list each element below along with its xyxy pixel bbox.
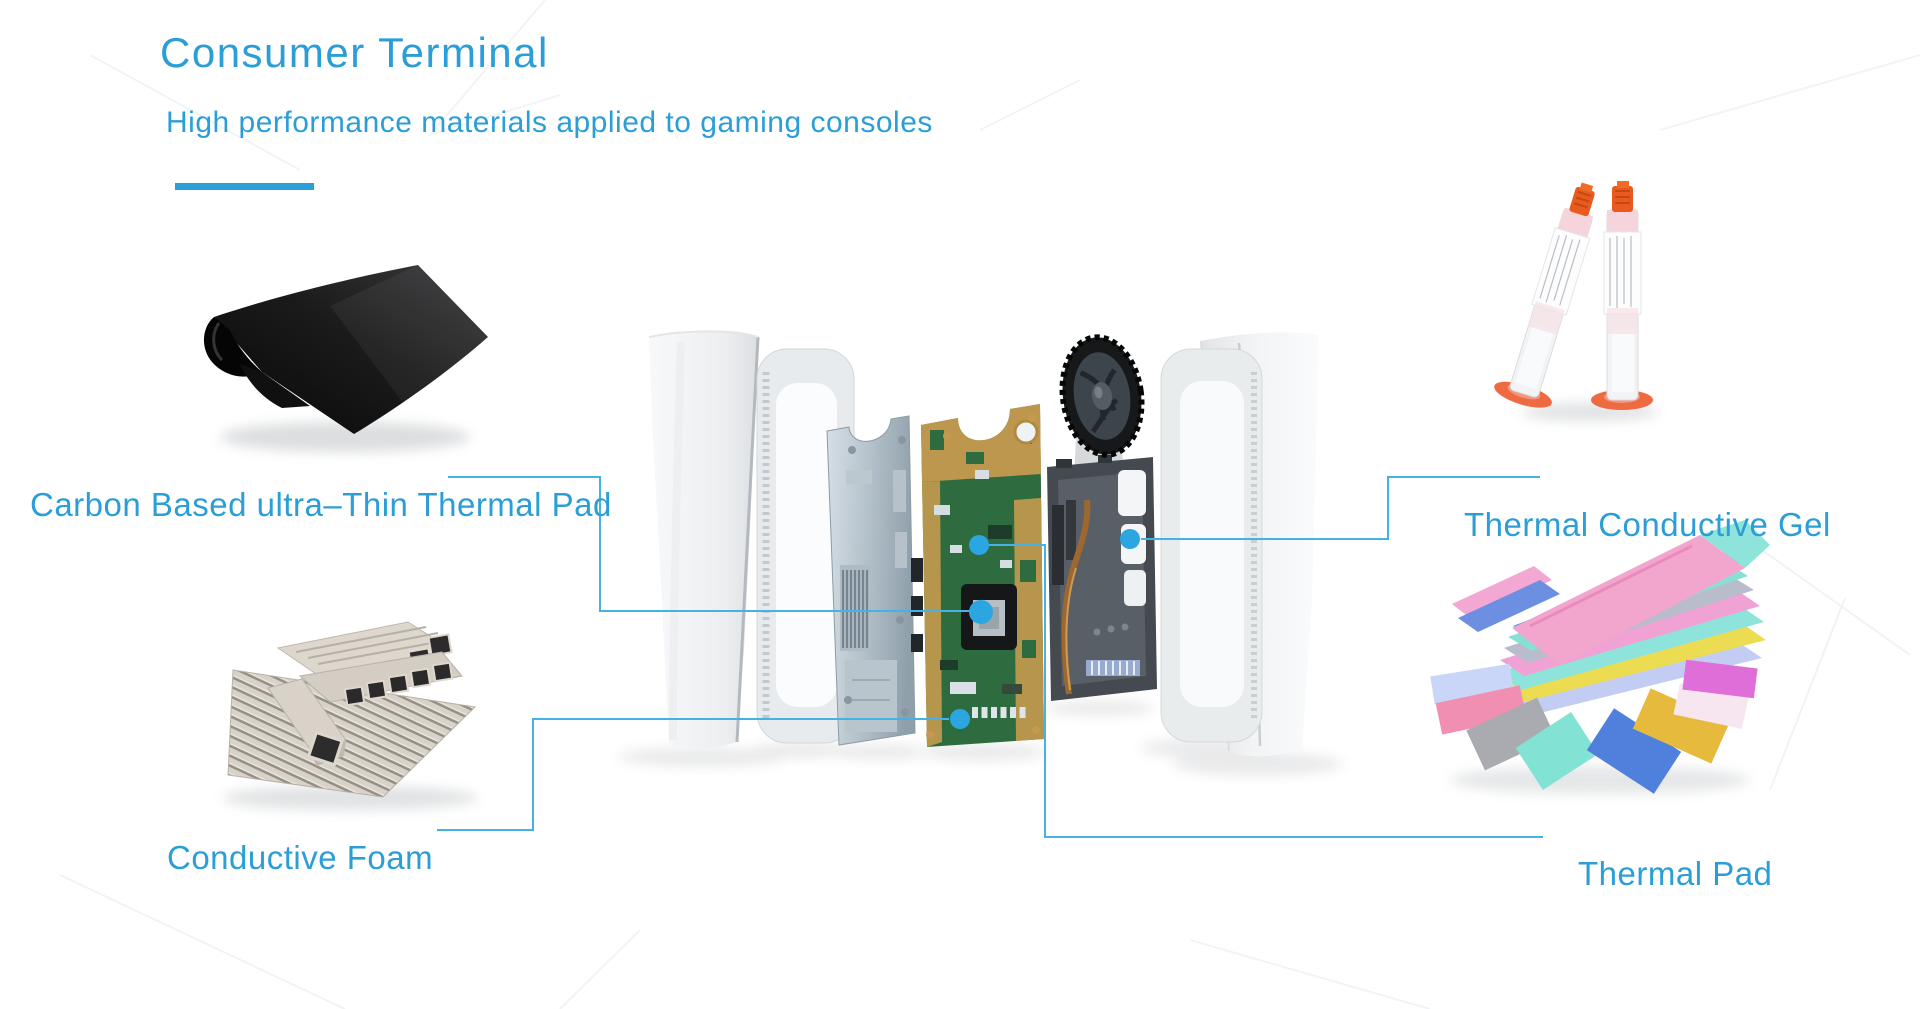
callout-line-carbon-pad [448, 476, 972, 612]
callout-label-conductive-foam: Conductive Foam [167, 839, 434, 876]
thermal-gel-photo [1494, 181, 1658, 421]
gel-syringe-left [1494, 182, 1595, 408]
cooling-fan [1059, 334, 1145, 458]
callout-line-conductive-foam [437, 718, 949, 831]
conductive-foam-photo [222, 621, 478, 810]
background-mesh-lines [59, 0, 1920, 1009]
console-chassis-plate [826, 415, 916, 746]
callout-line-thermal-pad [989, 544, 1543, 838]
callout-label-thermal-gel: Thermal Conductive Gel [1464, 506, 1831, 543]
title-underline-bar [175, 183, 314, 190]
page-subtitle: High performance materials applied to ga… [166, 106, 933, 139]
console-heat-plate [1047, 455, 1157, 701]
console-left-panel [648, 330, 760, 750]
callout-label-carbon-pad: Carbon Based ultra–Thin Thermal Pad [30, 486, 612, 523]
callout-line-thermal-gel [1141, 476, 1540, 540]
console-right-frame [1160, 348, 1263, 743]
callout-dot-carbon-pad [969, 600, 993, 624]
callout-dot-conductive-foam [950, 709, 970, 729]
callout-label-thermal-pad: Thermal Pad [1578, 855, 1773, 892]
console-exploded-view [618, 330, 1343, 776]
callout-dot-thermal-pad [969, 535, 989, 555]
callout-dots [950, 529, 1140, 729]
callout-dot-thermal-gel [1120, 529, 1140, 549]
gel-syringe-right [1591, 181, 1653, 410]
callout-lines [437, 476, 1543, 838]
carbon-pad-photo [203, 265, 488, 452]
thermal-pad-photo [1430, 520, 1770, 794]
page-title: Consumer Terminal [160, 29, 549, 76]
console-motherboard [911, 404, 1044, 747]
